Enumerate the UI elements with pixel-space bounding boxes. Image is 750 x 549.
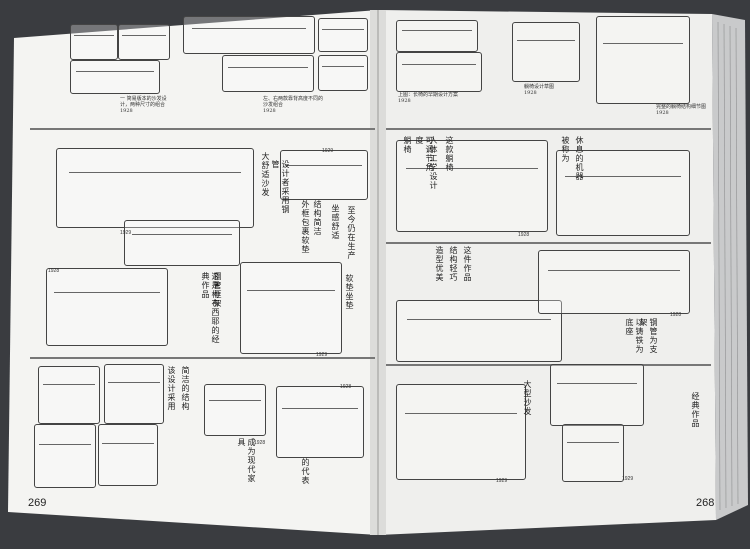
sofa-sketch: [396, 384, 526, 480]
text-column: 被称为: [561, 136, 570, 163]
section-divider: [386, 364, 711, 366]
sofa-sketch: [118, 24, 170, 60]
text-column: 大舒适沙发: [261, 152, 270, 197]
chair-sketch: [204, 384, 266, 436]
text-column: 软垫坐垫: [345, 274, 354, 310]
text-column: 结构轻巧: [449, 246, 458, 282]
wave-chaise-sketch: [396, 300, 562, 362]
text-column: 可调节角度: [415, 136, 434, 172]
text-column: 休息的机器: [575, 136, 584, 181]
section-divider: [386, 128, 711, 130]
year-label: 1929: [316, 352, 328, 358]
text-column: 经典作品: [691, 392, 700, 428]
year-label: 1929: [120, 230, 132, 236]
sofa-sketch: [396, 52, 482, 92]
year-label: 1928: [340, 384, 352, 390]
sofa-sketch: [318, 18, 368, 52]
text-column: 设计者采用钢管: [271, 160, 290, 214]
sofa-sketch: [70, 60, 160, 94]
sofa-sketch: [124, 220, 240, 266]
chair-frame-sketch: [276, 386, 364, 458]
text-column: 这件作品: [463, 246, 472, 282]
sofa-sketch: [70, 24, 118, 60]
frame-sketch: [34, 424, 96, 488]
text-column: 坐感舒适: [331, 204, 340, 240]
armchair-sketch: [562, 424, 624, 482]
year-label: 1928: [670, 312, 682, 318]
text-column: 造型优美: [435, 246, 444, 282]
text-column: 简洁的结构: [181, 366, 190, 411]
text-column: 成为现代家具: [237, 438, 256, 483]
text-column: 外框包裹软垫: [301, 200, 310, 254]
text-column: 该设计采用: [167, 366, 176, 411]
frame-sketch: [38, 366, 100, 424]
year-label: 1928: [518, 232, 530, 238]
year-label: 1929: [322, 148, 334, 154]
text-column: 这款躺椅: [445, 136, 454, 172]
frame-sketch: [98, 424, 158, 486]
large-sofa-sketch: [56, 148, 254, 228]
armchair-sketch: [240, 262, 342, 354]
section-divider: [30, 128, 375, 130]
loveseat-sketch: [46, 268, 168, 346]
text-column: 钢管为支架: [639, 318, 658, 354]
sofa-sketch: [318, 55, 368, 91]
section-divider: [30, 357, 375, 359]
text-column: 躺椅: [403, 136, 412, 154]
year-label: 1928: [254, 440, 266, 446]
page-number-left: 269: [28, 497, 47, 509]
daybed-sketch: [538, 250, 690, 314]
sofa-sketch: [183, 16, 315, 54]
text-column: 钢管框架: [213, 272, 222, 308]
sofa-sketch: [222, 55, 314, 92]
text-column: 大型沙发: [523, 380, 532, 416]
chaise-longue-sketch: [556, 150, 690, 236]
text-column: 人体工学设计: [429, 136, 438, 190]
text-column: 至今仍在生产: [347, 206, 356, 260]
frame-sketch: [104, 364, 164, 424]
text-column: 以铸铁为底座: [625, 318, 644, 354]
lounge-chair-sketch: [596, 16, 690, 104]
year-label: 1929: [496, 478, 508, 484]
lounge-chair-sketch: [512, 22, 580, 82]
armchair-sketch: [280, 150, 368, 200]
text-column: 的代表: [301, 458, 310, 485]
text-column: 这是柯布西耶的经典作品: [201, 272, 220, 344]
chaise-longue-sketch: [396, 140, 548, 232]
page-number-right: 268: [696, 497, 715, 509]
section-divider: [386, 242, 711, 244]
armchair-sketch: [550, 364, 644, 426]
year-label: 1929: [622, 476, 634, 482]
text-column: 结构简洁: [313, 200, 322, 236]
sofa-sketch: [396, 20, 478, 52]
year-label: 1928: [48, 268, 60, 274]
